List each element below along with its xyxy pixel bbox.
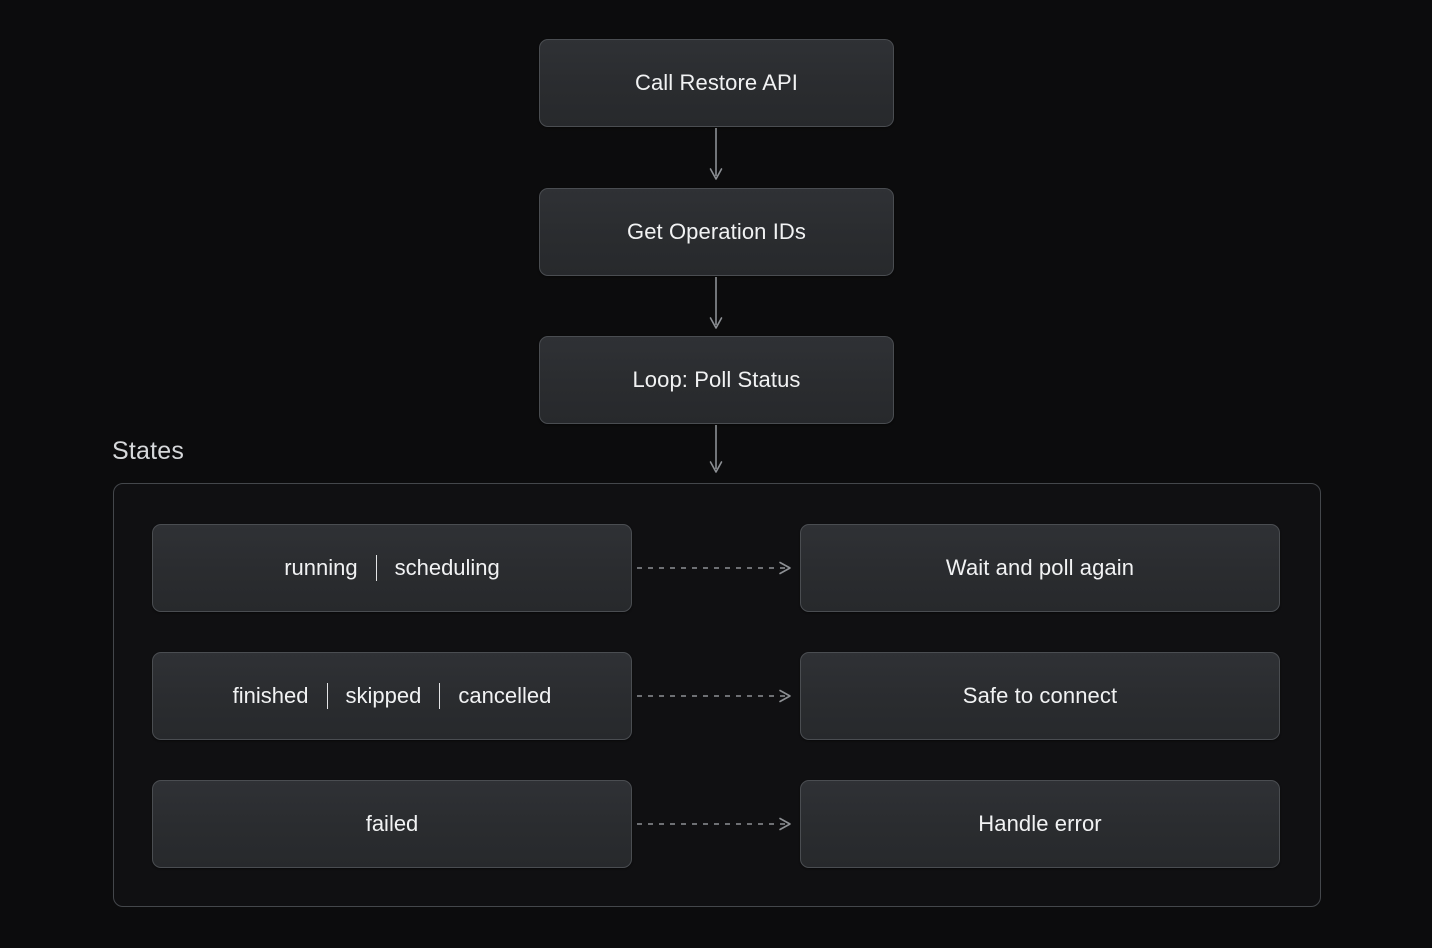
edge-running-to-wait [637,561,797,575]
arrow-down-icon [709,128,723,180]
state-node-running-scheduling[interactable]: running scheduling [152,524,632,612]
token-separator [375,555,377,581]
node-label: Handle error [978,810,1102,836]
state-node-finished-skipped-cancelled[interactable]: finished skipped cancelled [152,652,632,740]
state-token: cancelled [458,683,552,708]
edge-loop-to-states [708,425,724,483]
node-loop-poll-status[interactable]: Loop: Poll Status [539,336,894,424]
state-token-group: failed [348,811,437,837]
state-token-group: running scheduling [266,555,518,581]
state-token: failed [365,811,419,836]
state-token: scheduling [394,555,500,580]
node-label: Wait and poll again [945,554,1135,580]
node-label: Safe to connect [962,682,1118,708]
state-token-group: finished skipped cancelled [215,683,570,709]
token-separator [439,683,441,709]
node-label: Get Operation IDs [627,218,806,244]
arrow-right-dashed-icon [637,817,791,831]
edge-failed-to-handle-error [637,817,797,831]
state-node-failed[interactable]: failed [152,780,632,868]
arrow-right-dashed-icon [637,689,791,703]
node-label: Loop: Poll Status [632,366,801,392]
state-token: running [284,555,358,580]
arrow-down-icon [709,425,723,473]
edge-finished-to-safe [637,689,797,703]
edge-call-to-getops [708,128,724,186]
arrow-down-icon [709,277,723,329]
arrow-right-dashed-icon [637,561,791,575]
edge-getops-to-loop [708,277,724,335]
node-get-operation-ids[interactable]: Get Operation IDs [539,188,894,276]
subgraph-title-states: States [112,437,185,465]
state-token: finished [232,683,309,708]
state-token: skipped [345,683,422,708]
token-separator [326,683,328,709]
action-node-safe-to-connect[interactable]: Safe to connect [800,652,1280,740]
node-label: Call Restore API [634,69,798,95]
action-node-wait-and-poll-again[interactable]: Wait and poll again [800,524,1280,612]
node-call-restore-api[interactable]: Call Restore API [539,39,894,127]
action-node-handle-error[interactable]: Handle error [800,780,1280,868]
